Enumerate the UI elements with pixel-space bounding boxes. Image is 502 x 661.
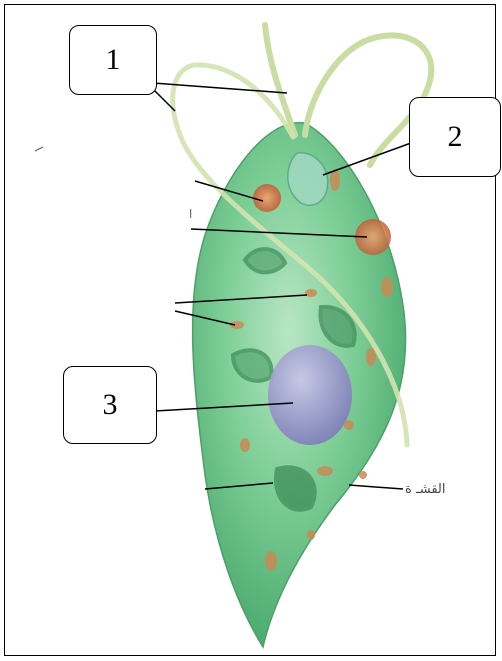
callout-1: 1 — [69, 25, 157, 95]
stray-arabic-mark: ا — [189, 207, 192, 221]
eyespot — [253, 184, 281, 212]
callout-2-label: 2 — [448, 120, 463, 154]
diagram-frame: 1 2 3 القشـ ة ا — [4, 4, 496, 656]
callout-1-label: 1 — [106, 43, 121, 77]
tick-mark — [35, 147, 43, 151]
callout-3-label: 3 — [103, 388, 118, 422]
callout-2: 2 — [409, 97, 501, 177]
callout-3: 3 — [63, 366, 157, 444]
nucleus — [268, 345, 352, 445]
pellicle-label: القشـ ة — [405, 482, 446, 497]
